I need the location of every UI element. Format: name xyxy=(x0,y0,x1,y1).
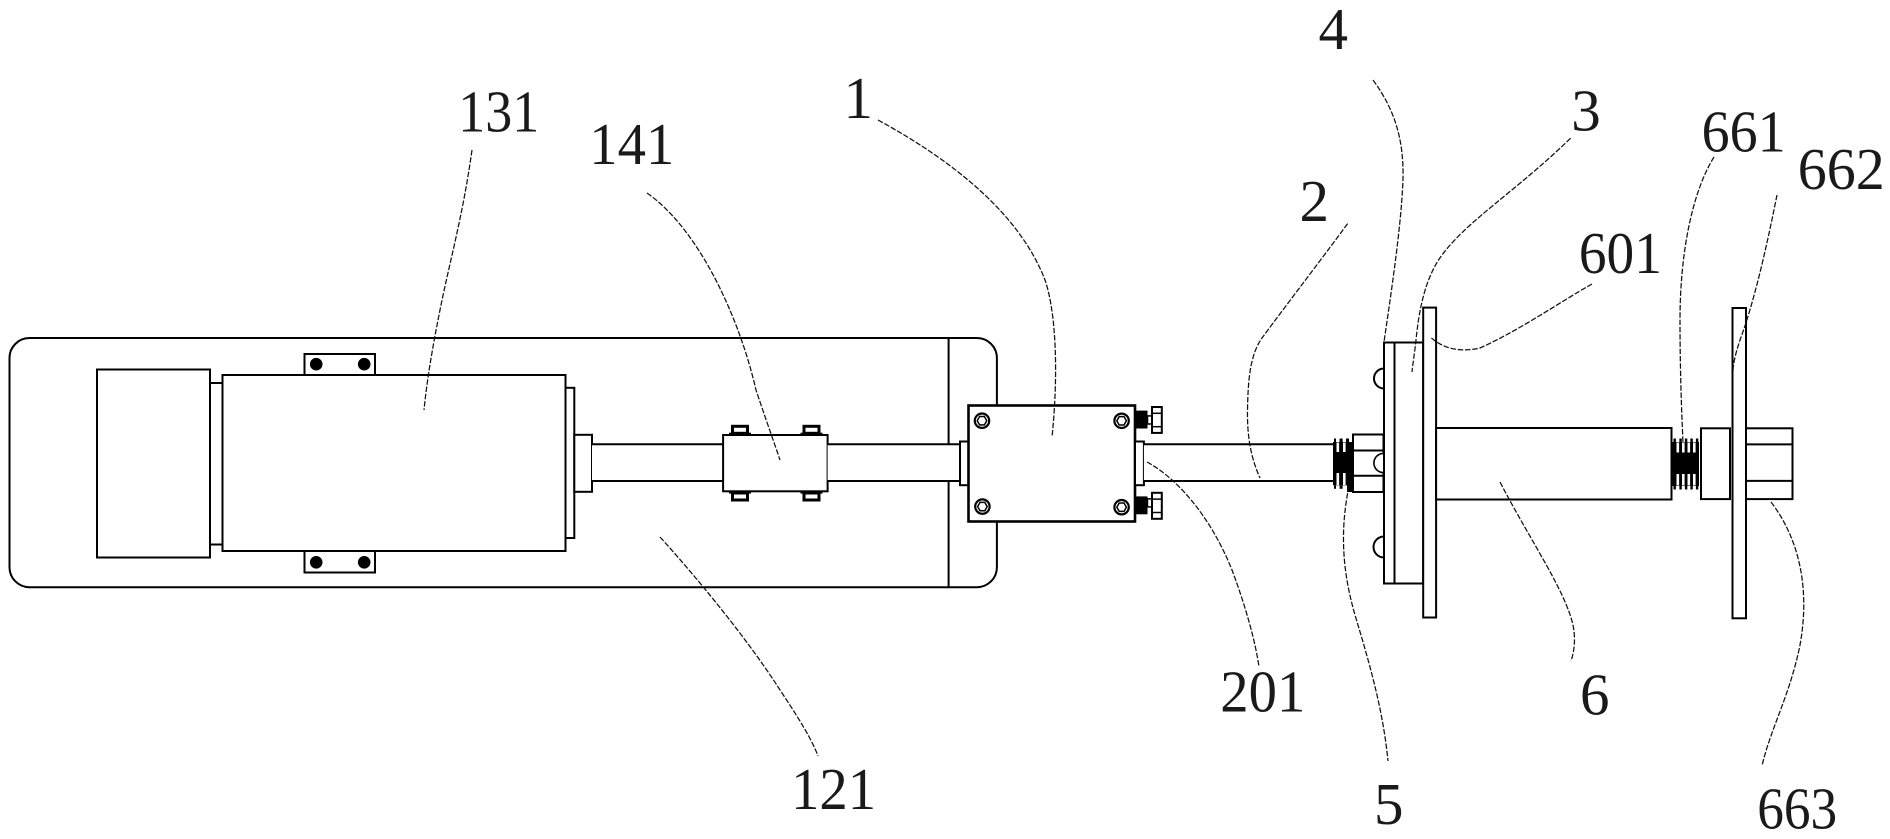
svg-text:121: 121 xyxy=(791,756,876,822)
svg-text:5: 5 xyxy=(1374,771,1404,837)
svg-text:661: 661 xyxy=(1702,99,1786,165)
svg-text:3: 3 xyxy=(1571,78,1601,144)
svg-text:6: 6 xyxy=(1580,662,1610,728)
svg-text:601: 601 xyxy=(1579,220,1662,286)
svg-text:662: 662 xyxy=(1798,136,1885,202)
svg-text:131: 131 xyxy=(458,79,539,145)
svg-text:663: 663 xyxy=(1757,775,1837,839)
svg-text:141: 141 xyxy=(589,111,674,177)
svg-text:2: 2 xyxy=(1299,168,1329,234)
svg-text:4: 4 xyxy=(1319,0,1349,62)
svg-text:201: 201 xyxy=(1220,659,1305,725)
svg-text:1: 1 xyxy=(843,65,873,131)
